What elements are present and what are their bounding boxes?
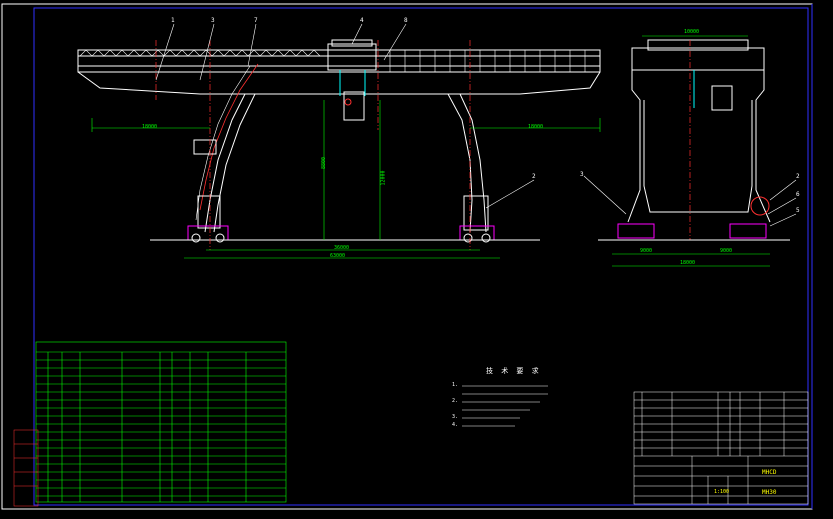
dim-trolley-height: 12000 — [380, 170, 387, 186]
side-dim-base-left: 9000 — [640, 248, 653, 254]
right-leg — [447, 93, 473, 233]
side-callout-3: 3 — [580, 171, 584, 178]
note-line-4: 4. — [452, 422, 459, 428]
callout-2: 2 — [532, 173, 536, 180]
side-callout-6: 6 — [796, 191, 800, 198]
callout-3: 3 — [211, 17, 215, 24]
dim-right-arm: 18000 — [528, 124, 544, 130]
callout-7: 7 — [254, 17, 258, 24]
note-line-1: 1. — [452, 382, 459, 388]
left-leg — [204, 93, 246, 233]
title-block-scale: 1:100 — [714, 489, 730, 495]
callout-8: 8 — [404, 17, 408, 24]
title-block-drawing-no: MH30 — [762, 489, 777, 496]
dim-total: 63000 — [330, 253, 346, 259]
title-block-company: MHCD — [762, 469, 777, 476]
side-dim-base-right: 9000 — [720, 248, 733, 254]
side-callout-5: 5 — [796, 207, 800, 214]
outer-frame — [1, 3, 813, 510]
inner-frame — [33, 7, 809, 506]
revision-block — [13, 429, 39, 507]
technical-notes-lines — [462, 385, 548, 427]
side-callout-2: 2 — [796, 173, 800, 180]
right-bogie — [459, 225, 495, 241]
main-girder — [77, 49, 601, 73]
parameter-table — [35, 341, 287, 503]
note-line-3: 3. — [452, 414, 459, 420]
notes-title: 技 术 要 求 — [486, 367, 541, 375]
dim-left-height: 8800 — [321, 156, 328, 170]
callout-1: 1 — [171, 17, 175, 24]
main-view — [77, 23, 601, 259]
dim-left-arm: 18000 — [142, 124, 158, 130]
girder-truss — [79, 49, 321, 57]
side-dim-top: 10000 — [684, 29, 700, 35]
side-dim-overall: 18000 — [680, 260, 696, 266]
parts-list — [633, 391, 809, 505]
callout-4: 4 — [360, 17, 364, 24]
note-line-2: 2. — [452, 398, 459, 404]
side-view — [583, 35, 797, 267]
dim-span: 36000 — [334, 245, 350, 251]
